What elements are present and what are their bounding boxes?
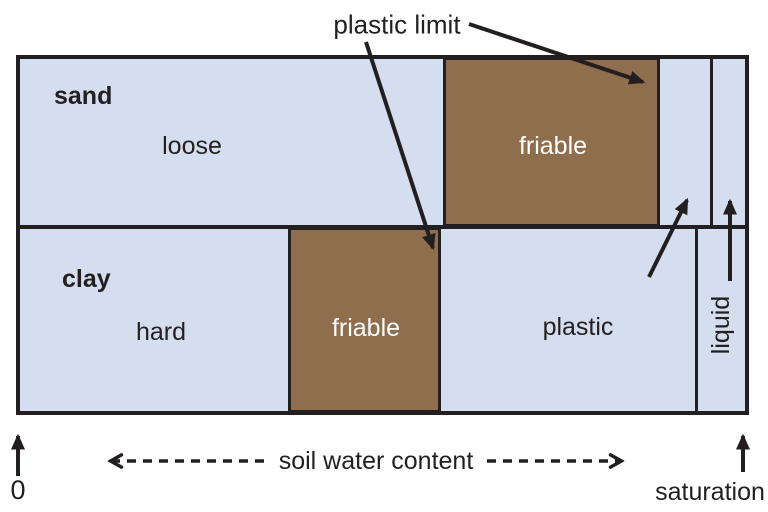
clay-friable-region [288, 227, 441, 413]
clay-liquid-label: liquid [706, 295, 735, 355]
axis-zero-label: 0 [10, 474, 26, 505]
sand-loose-label: loose [162, 131, 222, 160]
clay-friable-label: friable [331, 313, 401, 342]
clay-plastic-liquid-divider [695, 227, 698, 413]
sand-friable-region [443, 57, 660, 227]
sand-friable-label: friable [518, 131, 588, 160]
clay-plastic-label: plastic [542, 312, 614, 341]
axis-title-label: soil water content [278, 446, 474, 475]
clay-hard-label: hard [135, 317, 187, 346]
clay-row-label: clay [62, 265, 111, 293]
axis-saturation-label: saturation [655, 477, 765, 506]
sand-row-label: sand [54, 82, 113, 110]
plastic-limit-label: plastic limit [333, 9, 461, 40]
sand-plastic-liquid-divider [710, 57, 713, 227]
